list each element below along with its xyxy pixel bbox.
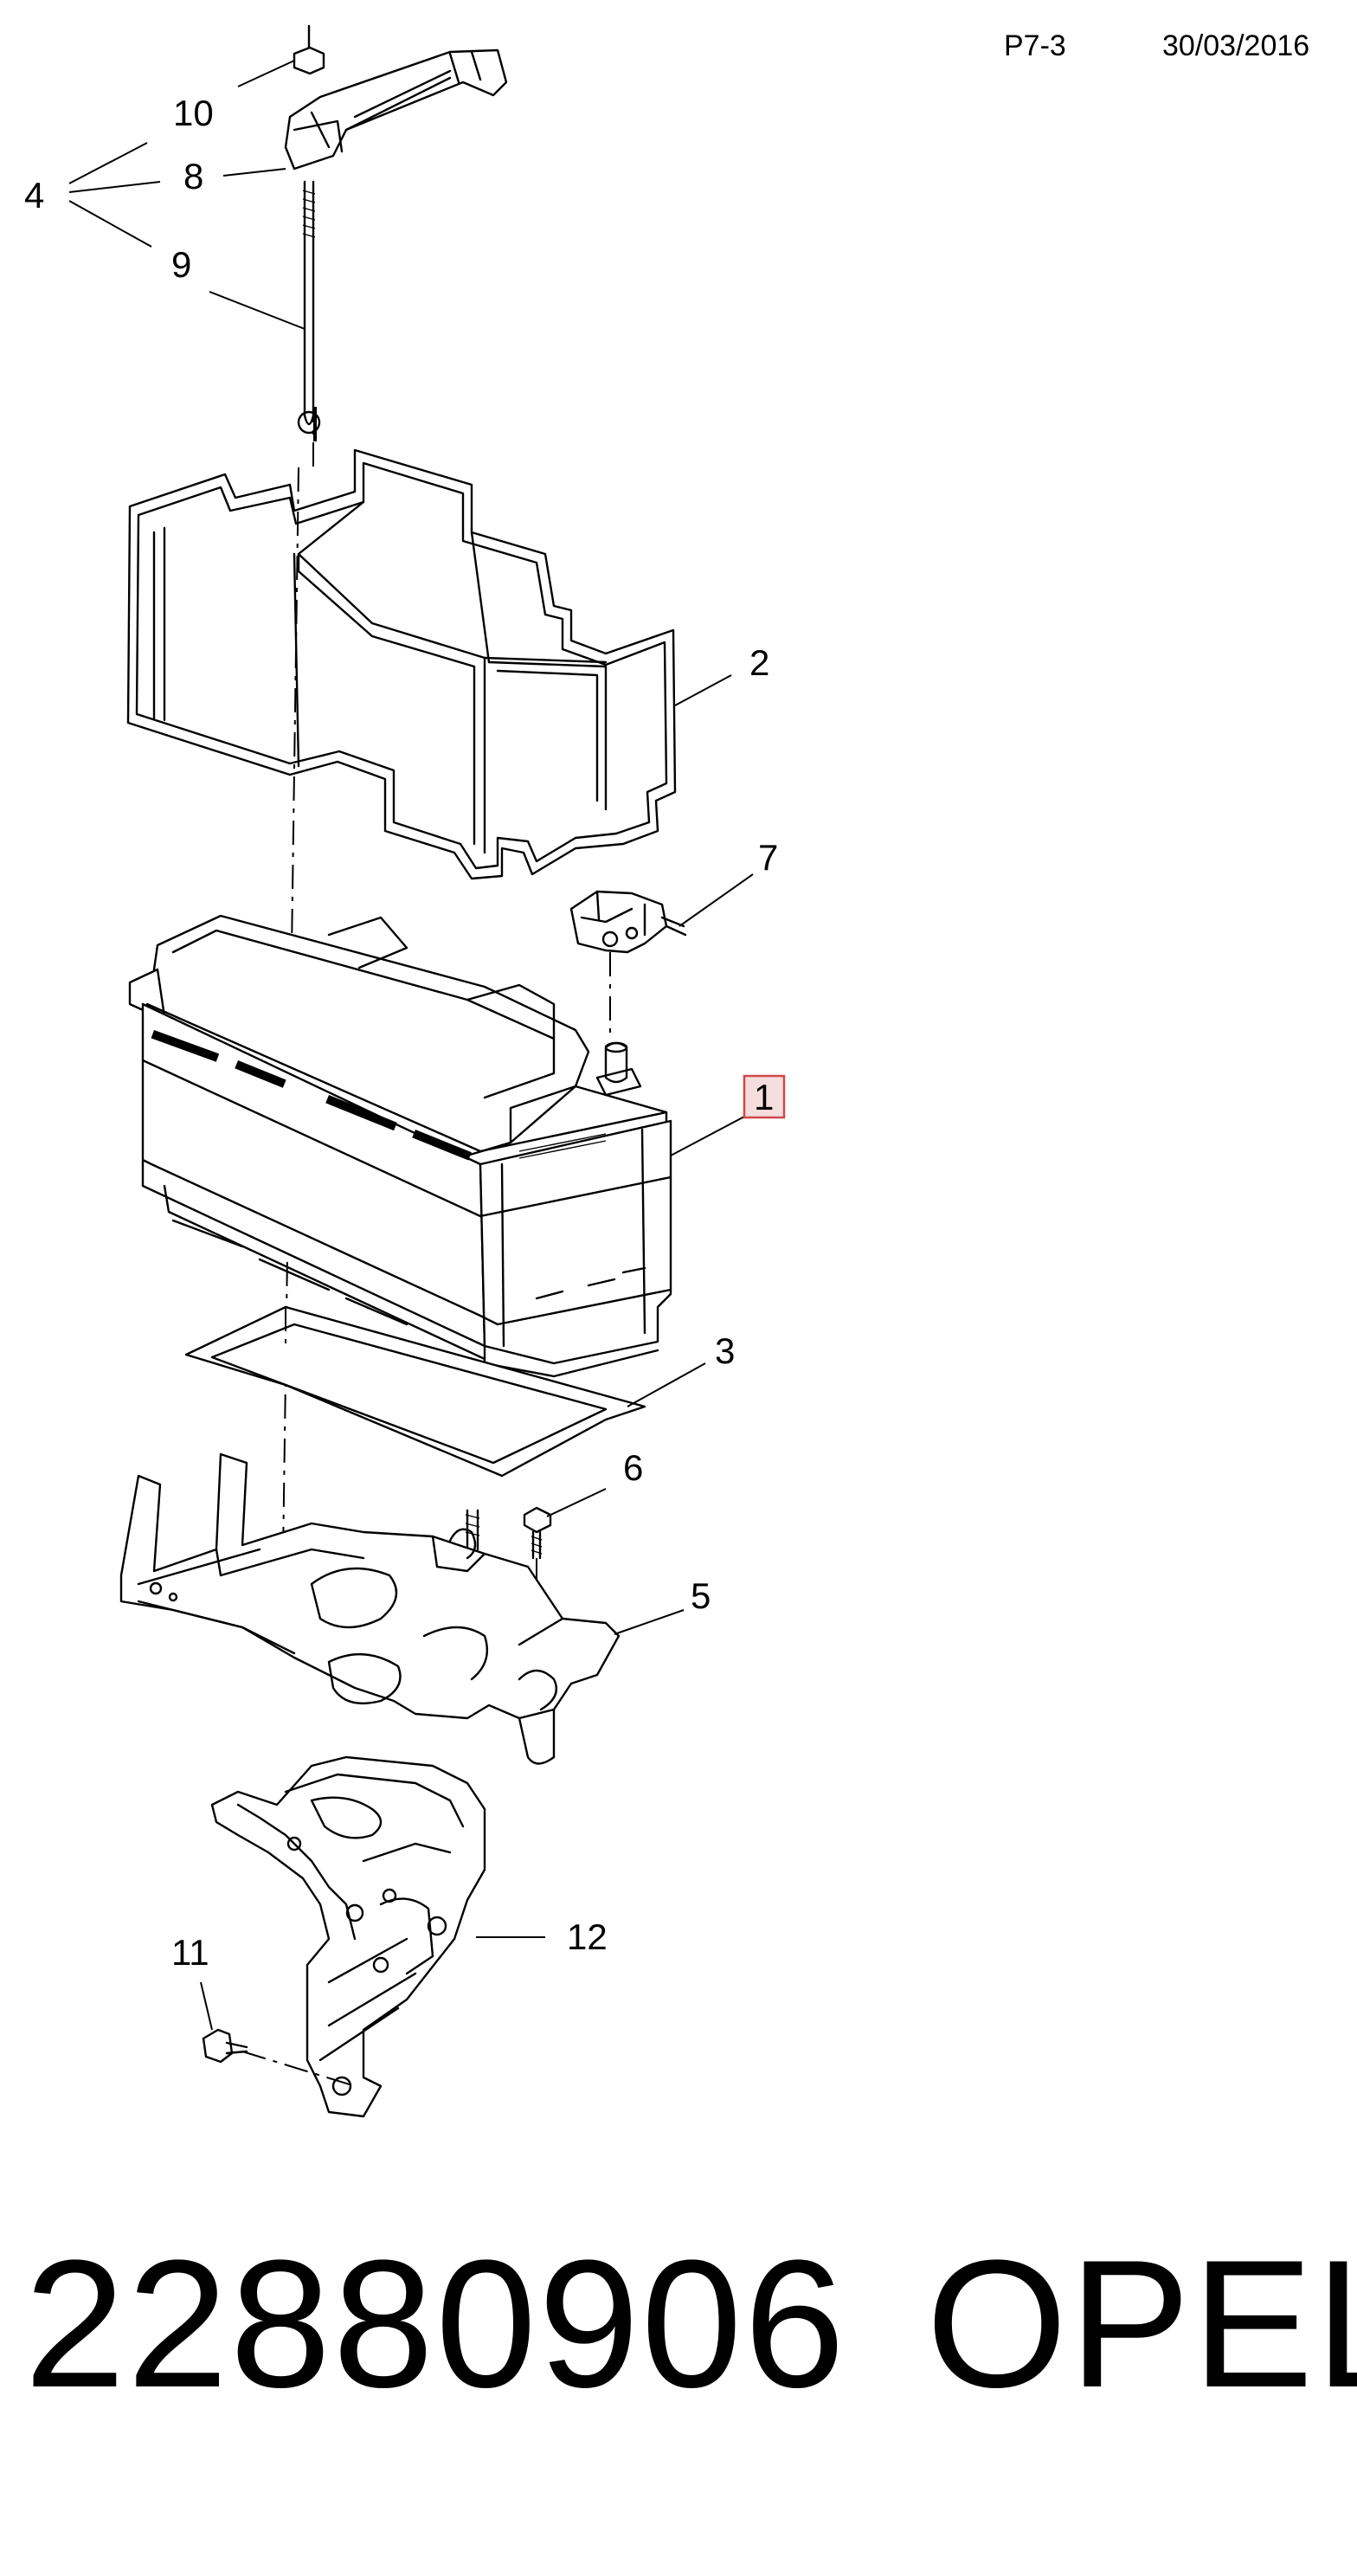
battery <box>128 914 672 1378</box>
callout-8: 8 <box>183 156 203 196</box>
callout-7: 7 <box>758 837 778 878</box>
callout-11: 11 <box>171 1932 209 1973</box>
battery-insulation-cover <box>126 448 677 880</box>
brand-name: OPEL <box>926 2222 1357 2425</box>
callout-2: 2 <box>749 642 769 683</box>
page-date: 30/03/2016 <box>1162 29 1310 62</box>
callout-10: 10 <box>173 93 214 133</box>
leader-lines <box>68 60 754 2031</box>
callout-9: 9 <box>171 244 191 285</box>
hold-down-rod <box>297 180 321 435</box>
callout-4: 4 <box>24 175 44 216</box>
bracket-screw <box>202 2028 248 2064</box>
battery-tray-bracket <box>210 1755 486 2118</box>
clamp-nut <box>293 24 325 75</box>
hold-down-clamp <box>284 48 508 171</box>
callout-3: 3 <box>715 1330 735 1371</box>
part-number: 22880906 <box>24 2222 847 2425</box>
callout-12: 12 <box>567 1916 608 1957</box>
battery-base-pad <box>184 1305 646 1478</box>
callout-1: 1 <box>754 1077 774 1117</box>
callout-6: 6 <box>623 1447 643 1488</box>
page-code: P7-3 <box>1004 29 1066 62</box>
battery-tray <box>119 1452 621 1765</box>
callout-5: 5 <box>691 1575 711 1616</box>
callout-1-highlight-box <box>743 1074 786 1119</box>
battery-sensor-terminal <box>569 890 687 1039</box>
